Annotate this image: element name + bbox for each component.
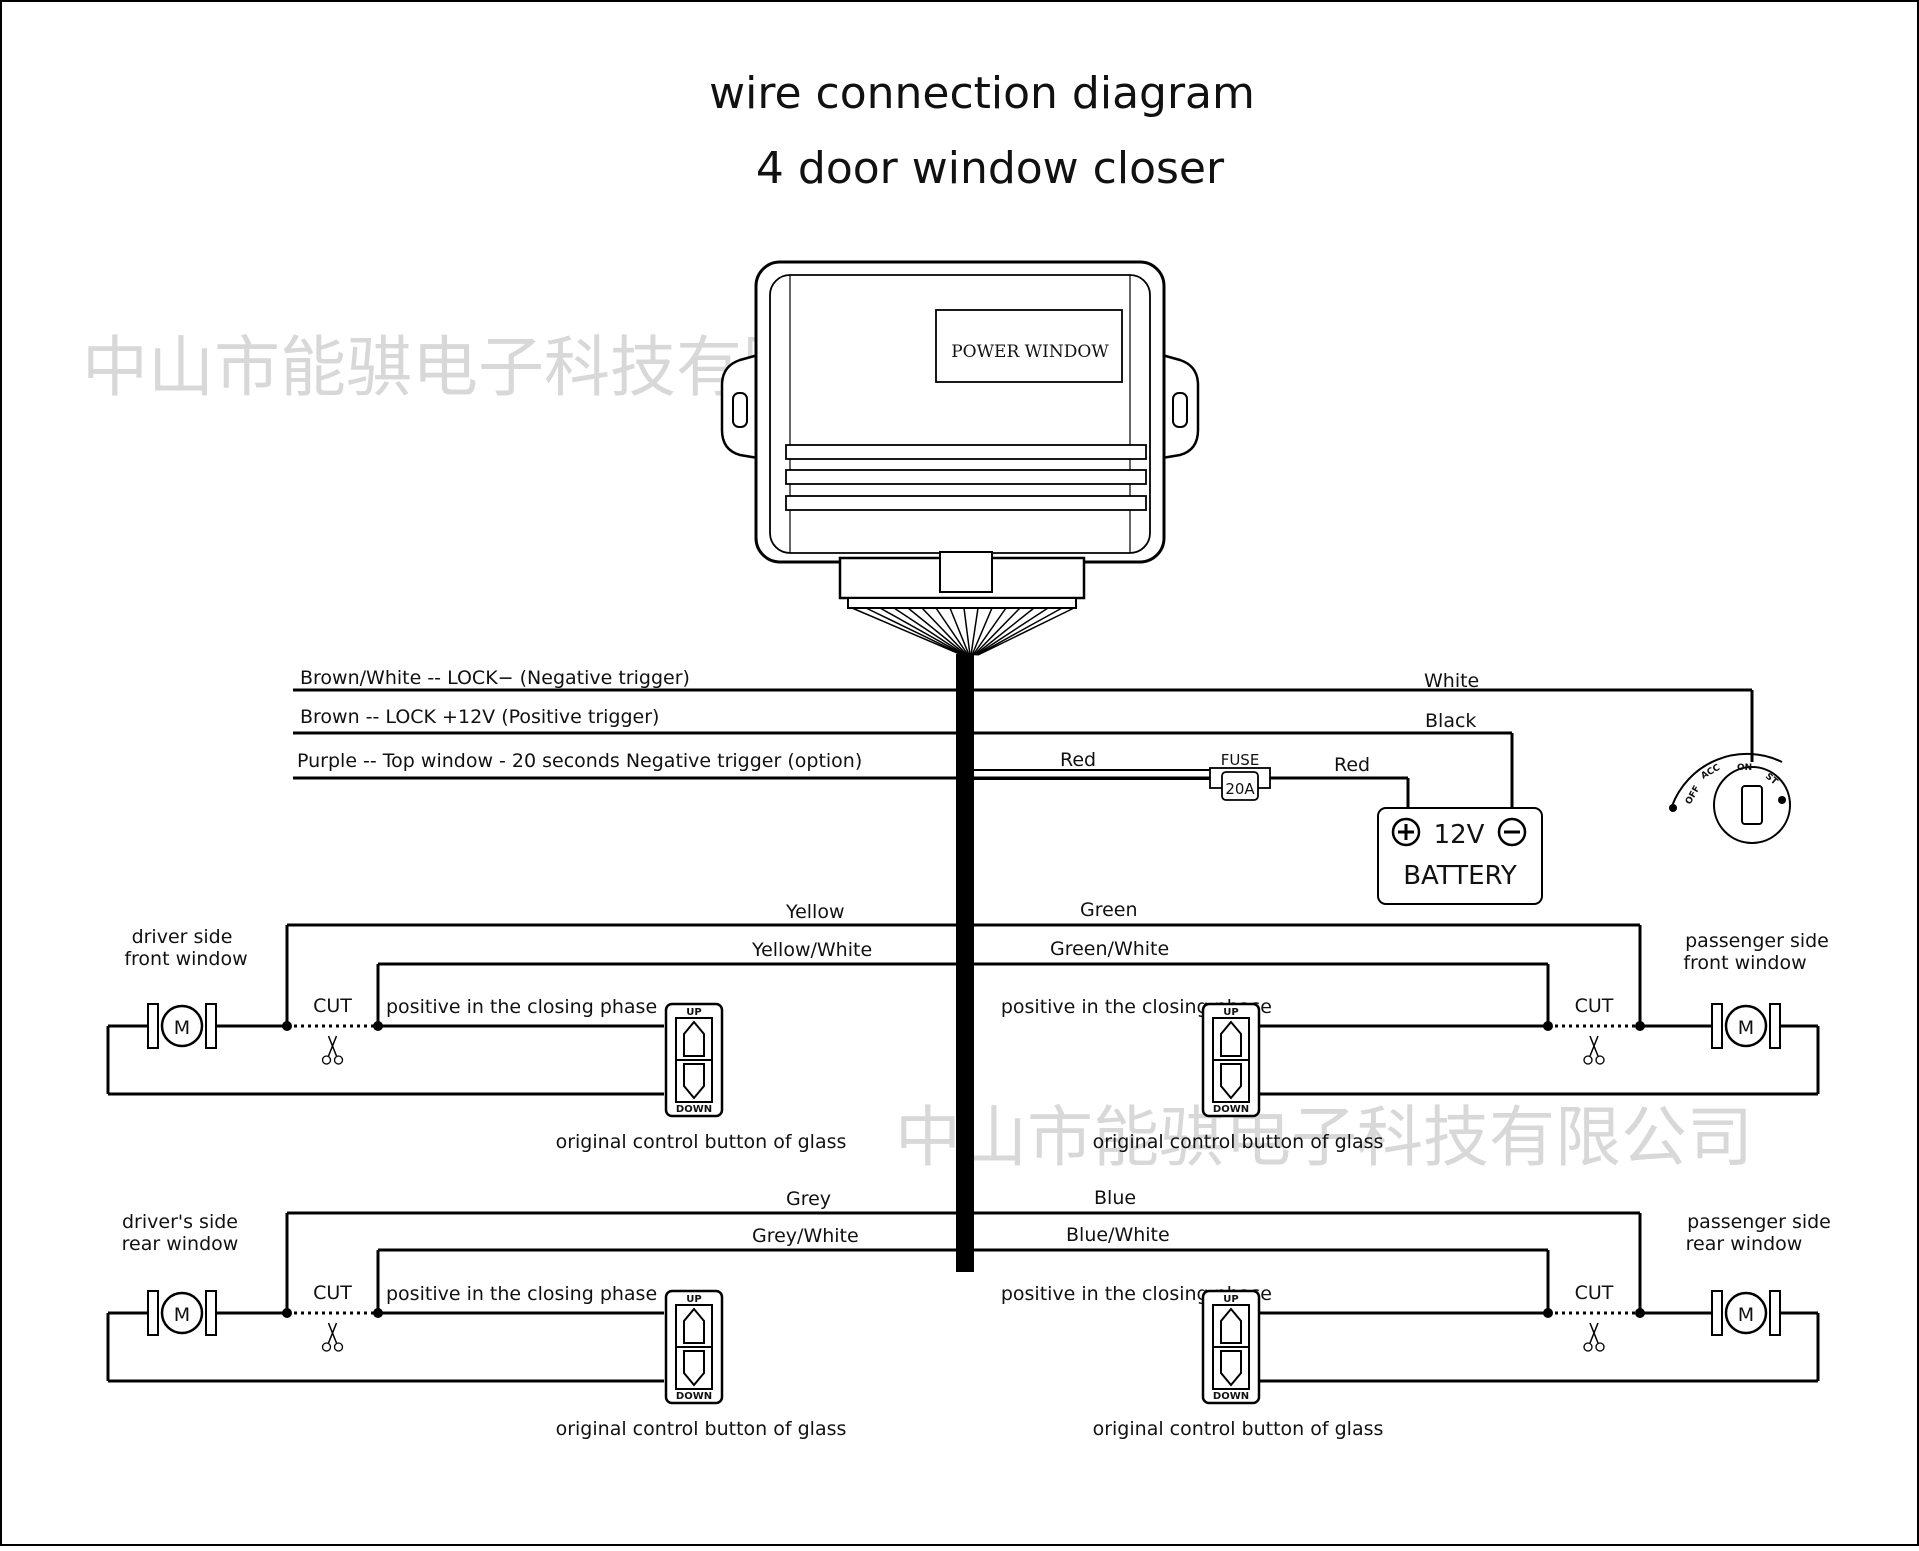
scissors-icon: [321, 1035, 344, 1065]
switch-down-label: DOWN: [1213, 1391, 1249, 1402]
ignition-switch-icon: OFF ACC ON ST: [1669, 752, 1791, 844]
door-label-line1: passenger side: [1685, 930, 1829, 952]
window-switch-icon: [1201, 1002, 1261, 1118]
door-wiring-rear: [285, 1211, 1642, 1313]
junction-dot: [373, 1021, 383, 1031]
door-label-line1: driver's side: [122, 1211, 238, 1233]
wire-label-brown-white: Brown/White -- LOCK− (Negative trigger): [300, 667, 690, 689]
window-switch-icon: [664, 1002, 724, 1118]
scissors-icon: [321, 1322, 344, 1352]
switch-up-label: UP: [1223, 1294, 1238, 1305]
cut-label: CUT: [1575, 995, 1614, 1017]
svg-text:OFF: OFF: [1684, 784, 1703, 806]
button-caption: original control button of glass: [556, 1418, 847, 1440]
module-label: POWER WINDOW: [951, 342, 1109, 362]
wire-label-blue: Blue: [1094, 1187, 1136, 1209]
junction-dot: [282, 1308, 292, 1318]
switch-up-label: UP: [1223, 1007, 1238, 1018]
wire-label-black: Black: [1425, 710, 1476, 732]
scissors-icon: [1583, 1035, 1605, 1065]
door-label-line1: driver side: [132, 926, 233, 948]
fuse-label: FUSE: [1221, 751, 1260, 769]
phase-label: positive in the closing phase: [386, 1283, 657, 1305]
battery-voltage: 12V: [1434, 820, 1485, 850]
control-module: POWER WINDOW: [720, 260, 1200, 656]
motor-label: M: [1738, 1304, 1754, 1326]
wire-label-grey: Grey: [786, 1188, 831, 1210]
wire-label-grey-white: Grey/White: [752, 1225, 859, 1247]
window-switch-icon: [664, 1289, 724, 1405]
top-wires: [293, 688, 1754, 810]
svg-text:ON: ON: [1737, 763, 1752, 773]
wire-label-red-out: Red: [1334, 754, 1370, 776]
wire-label-yellow-white: Yellow/White: [751, 939, 872, 961]
wire-label-white: White: [1424, 670, 1479, 692]
cut-label: CUT: [313, 995, 352, 1017]
junction-dot: [373, 1308, 383, 1318]
switch-down-label: DOWN: [676, 1391, 712, 1402]
wire-label-purple: Purple -- Top window - 20 seconds Negati…: [297, 750, 862, 772]
battery-label: BATTERY: [1403, 861, 1517, 891]
switch-up-label: UP: [686, 1007, 701, 1018]
wire-label-yellow: Yellow: [785, 901, 845, 923]
window-switch-icon: [1201, 1289, 1261, 1405]
motor-label: M: [1738, 1017, 1754, 1039]
fuse-rating: 20A: [1225, 780, 1255, 798]
motor-icon: [1711, 1003, 1781, 1049]
wire-label-blue-white: Blue/White: [1066, 1224, 1170, 1246]
switch-down-label: DOWN: [676, 1104, 712, 1115]
cut-label: CUT: [313, 1282, 352, 1304]
switch-down-label: DOWN: [1213, 1104, 1249, 1115]
svg-text:ACC: ACC: [1700, 763, 1723, 782]
door-wiring-front: [285, 923, 1642, 1026]
wire-label-green-white: Green/White: [1050, 938, 1169, 960]
scissors-icon: [1583, 1322, 1605, 1352]
wire-label-brown: Brown -- LOCK +12V (Positive trigger): [300, 706, 659, 728]
wire-label-red-in: Red: [1060, 749, 1096, 771]
wire-label-green: Green: [1080, 899, 1138, 921]
door-label-line2: rear window: [1686, 1233, 1803, 1255]
watermark-bottom: 中山市能骐电子科技有限公司: [895, 1099, 1753, 1176]
cut-label: CUT: [1575, 1282, 1614, 1304]
diagram-subtitle: 4 door window closer: [756, 143, 1225, 194]
door-label-line2: rear window: [122, 1233, 239, 1255]
diagram-title: wire connection diagram: [709, 68, 1255, 119]
junction-dot: [1635, 1308, 1645, 1318]
module-label-plate: [935, 309, 1123, 383]
phase-label: positive in the closing phase: [386, 996, 657, 1018]
motor-icon: [147, 1003, 217, 1049]
junction-dot: [1543, 1308, 1553, 1318]
door-label-line2: front window: [124, 948, 247, 970]
motor-label: M: [174, 1304, 190, 1326]
junction-dot: [1635, 1021, 1645, 1031]
junction-dot: [1543, 1021, 1553, 1031]
button-caption: original control button of glass: [1093, 1418, 1384, 1440]
junction-dot: [282, 1021, 292, 1031]
button-caption: original control button of glass: [1093, 1131, 1384, 1153]
switch-up-label: UP: [686, 1294, 701, 1305]
button-caption: original control button of glass: [556, 1131, 847, 1153]
fuse: [1209, 767, 1271, 801]
door-label-line2: front window: [1683, 952, 1806, 974]
door-label-line1: passenger side: [1687, 1211, 1831, 1233]
motor-label: M: [174, 1017, 190, 1039]
battery: [1377, 807, 1543, 905]
